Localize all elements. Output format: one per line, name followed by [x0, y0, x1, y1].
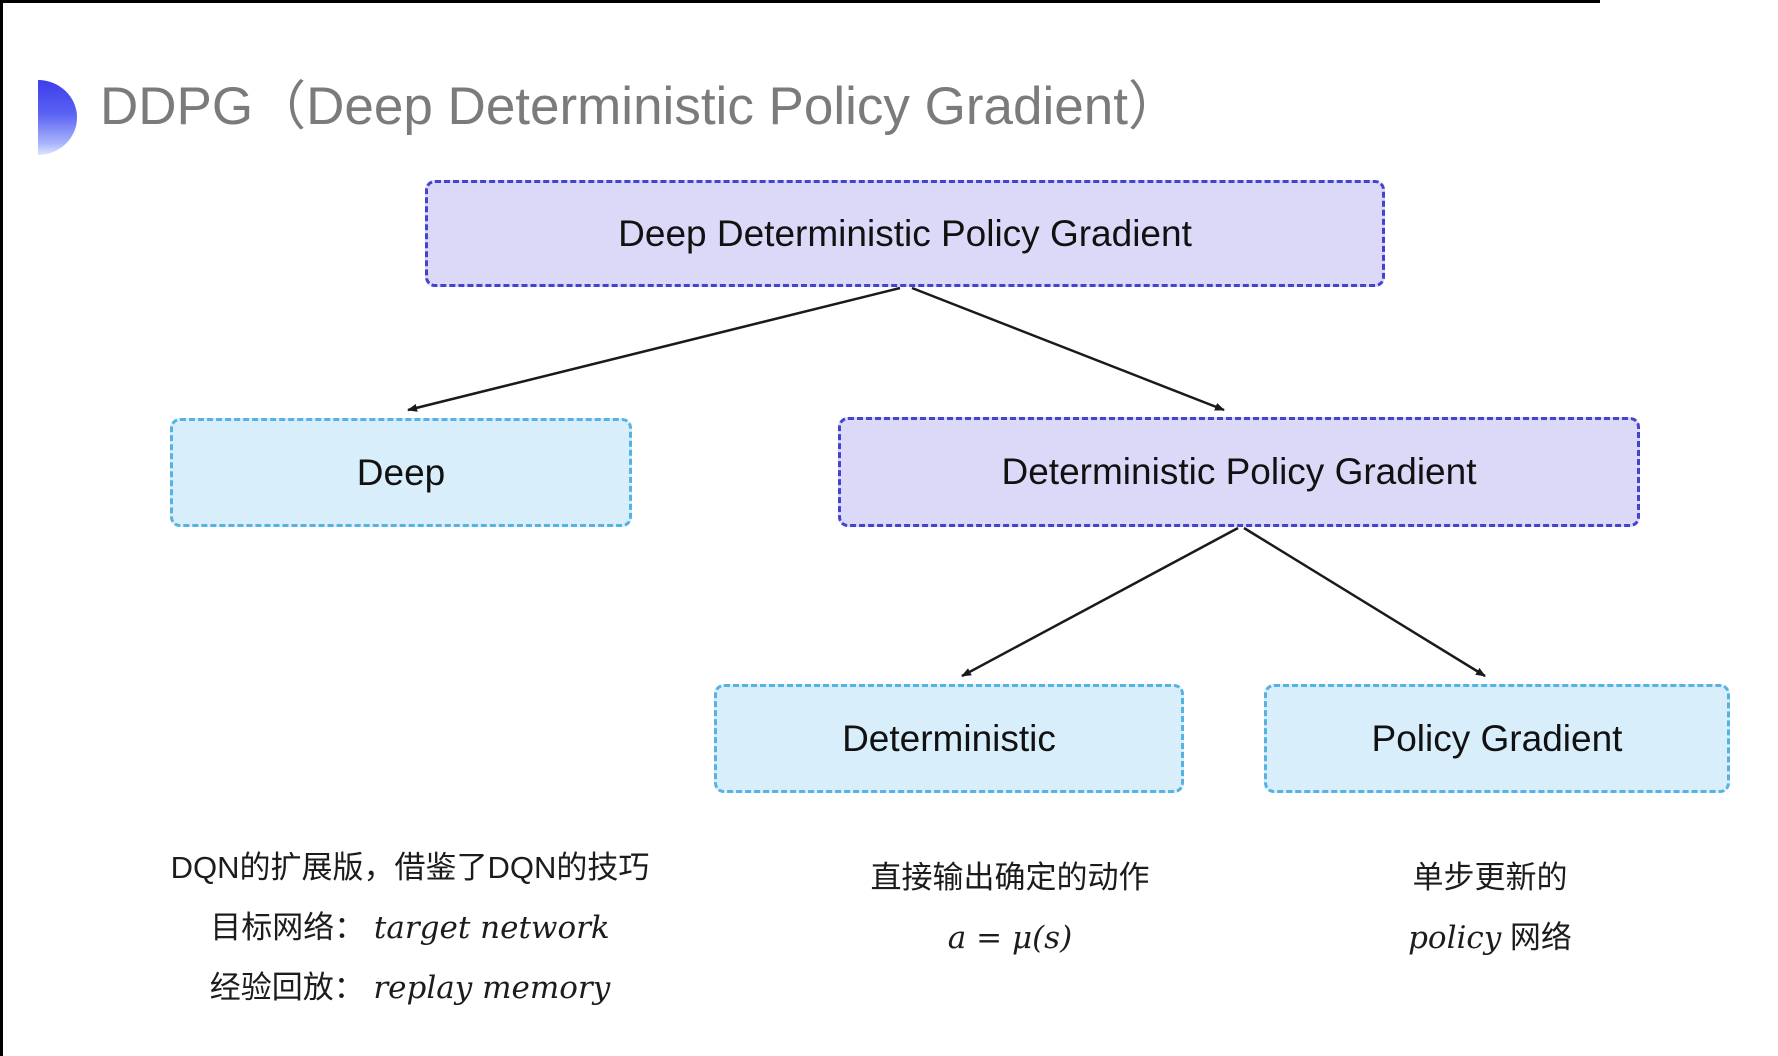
node-policy-gradient: Policy Gradient — [1264, 684, 1730, 793]
note-deterministic-formula: a = μ(s) — [947, 920, 1073, 956]
note-policy-gradient: 单步更新的 policy 网络 — [1330, 848, 1650, 968]
note-policy-gradient-line1: 单步更新的 — [1412, 860, 1568, 895]
node-label: Deep Deterministic Policy Gradient — [618, 212, 1192, 254]
note-deep-line1: DQN的扩展版，借鉴了DQN的技巧 — [170, 850, 650, 885]
note-policy-gradient-term: policy — [1408, 920, 1502, 956]
frame-top-line — [0, 0, 1600, 3]
node-deterministic: Deterministic — [714, 684, 1184, 793]
frame-left-line — [0, 0, 3, 1056]
note-deep: DQN的扩展版，借鉴了DQN的技巧 目标网络： target network 经… — [120, 838, 700, 1018]
note-deep-line2-term: target network — [373, 910, 610, 946]
note-deterministic-line1: 直接输出确定的动作 — [870, 860, 1150, 895]
note-deterministic: 直接输出确定的动作 a = μ(s) — [830, 848, 1190, 968]
edge-root-to-deep — [407, 286, 901, 412]
node-deep-deterministic-policy-gradient: Deep Deterministic Policy Gradient — [425, 180, 1385, 287]
page-title: DDPG（Deep Deterministic Policy Gradient） — [100, 77, 1181, 136]
node-label: Deterministic Policy Gradient — [1001, 451, 1477, 492]
node-label: Policy Gradient — [1371, 717, 1623, 759]
note-deep-line3-term: replay memory — [373, 970, 611, 1006]
note-policy-gradient-suffix: 网络 — [1509, 920, 1572, 955]
node-deterministic-policy-gradient: Deterministic Policy Gradient — [838, 417, 1640, 527]
node-label: Deterministic — [842, 717, 1056, 759]
note-deep-line3-label: 经验回放： — [209, 970, 365, 1005]
note-deep-line3: 经验回放： replay memory — [120, 958, 700, 1018]
edge-dpg-to-deterministic — [961, 526, 1239, 678]
note-deep-line2: 目标网络： target network — [120, 898, 700, 958]
edge-root-to-dpg — [911, 286, 1225, 412]
note-deep-line2-label: 目标网络： — [210, 910, 366, 945]
node-label: Deep — [356, 451, 446, 493]
edge-dpg-to-policy-gradient — [1243, 526, 1486, 678]
node-deep: Deep — [170, 418, 632, 527]
title-accent-halfcircle-icon — [38, 80, 77, 155]
note-policy-gradient-line2: policy 网络 — [1330, 908, 1650, 968]
